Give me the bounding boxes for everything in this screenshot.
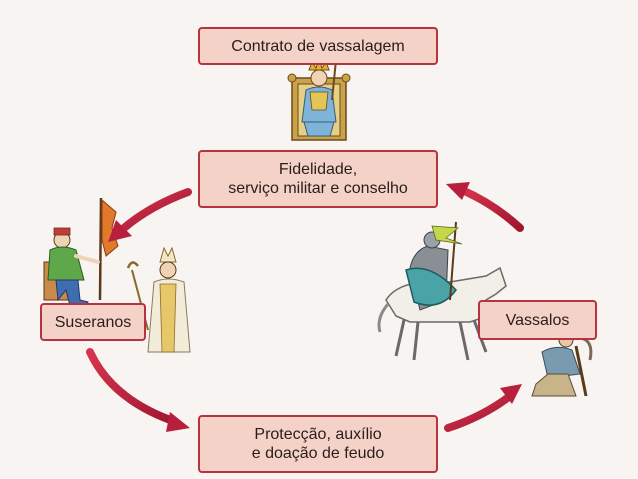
fidelity-label-box: Fidelidade, serviço militar e conselho: [198, 150, 438, 208]
contract-label-box: Contrato de vassalagem: [198, 27, 438, 65]
vassalos-label: Vassalos: [505, 311, 570, 329]
arrow-vassalos-to-fidelity: [446, 182, 524, 232]
protection-line-2: e doação de feudo: [251, 445, 385, 462]
arrow-fidelity-to-suseranos: [108, 188, 192, 242]
contract-label: Contrato de vassalagem: [231, 37, 405, 55]
suseranos-label-box: Suseranos: [40, 303, 146, 341]
fidelity-line-1: Fidelidade,: [278, 161, 358, 178]
mounted-knight-icon: [377, 221, 507, 361]
king-on-throne-icon: [287, 53, 351, 141]
arrow-suseranos-to-protection: [86, 348, 190, 432]
protection-label-box: Protecção, auxílio e doação de feudo: [198, 415, 438, 473]
suseranos-label: Suseranos: [54, 313, 132, 331]
fidelity-line-2: serviço militar e conselho: [228, 180, 408, 197]
lord-with-banner-icon: [43, 197, 119, 307]
arrow-protection-to-vassalos: [444, 384, 522, 432]
bishop-icon: [126, 246, 191, 353]
vassalos-label-box: Vassalos: [478, 300, 597, 340]
kneeling-peasant-icon: [531, 325, 593, 397]
protection-line-1: Protecção, auxílio: [254, 426, 382, 443]
